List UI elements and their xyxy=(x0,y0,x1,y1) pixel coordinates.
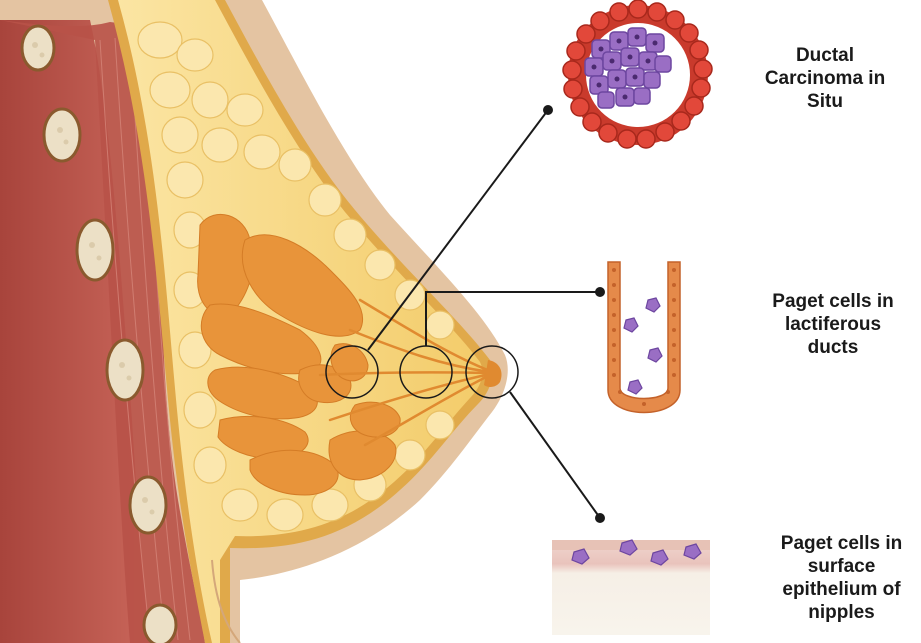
surface-epithelium-illustration xyxy=(552,540,710,635)
leader-dot-dcis xyxy=(543,105,553,115)
label-paget-cells-surface-epithelium: Paget cells in surface epithelium of nip… xyxy=(764,532,919,624)
rib-1 xyxy=(22,26,54,70)
leader-dot-surface xyxy=(595,513,605,523)
label-ductal-carcinoma-in-situ: Ductal Carcinoma in Situ xyxy=(755,44,895,113)
label-paget-cells-lactiferous-ducts: Paget cells in lactiferous ducts xyxy=(758,290,908,359)
leader-line-surface xyxy=(510,392,600,518)
rib-3 xyxy=(77,220,113,280)
rib-6 xyxy=(144,605,176,643)
lactiferous-duct-illustration xyxy=(608,262,680,413)
rib-2 xyxy=(44,109,80,161)
leader-dot-lactiferous xyxy=(595,287,605,297)
rib-5 xyxy=(130,477,166,533)
rib-4 xyxy=(107,340,143,400)
dcis-duct-illustration xyxy=(563,0,712,148)
